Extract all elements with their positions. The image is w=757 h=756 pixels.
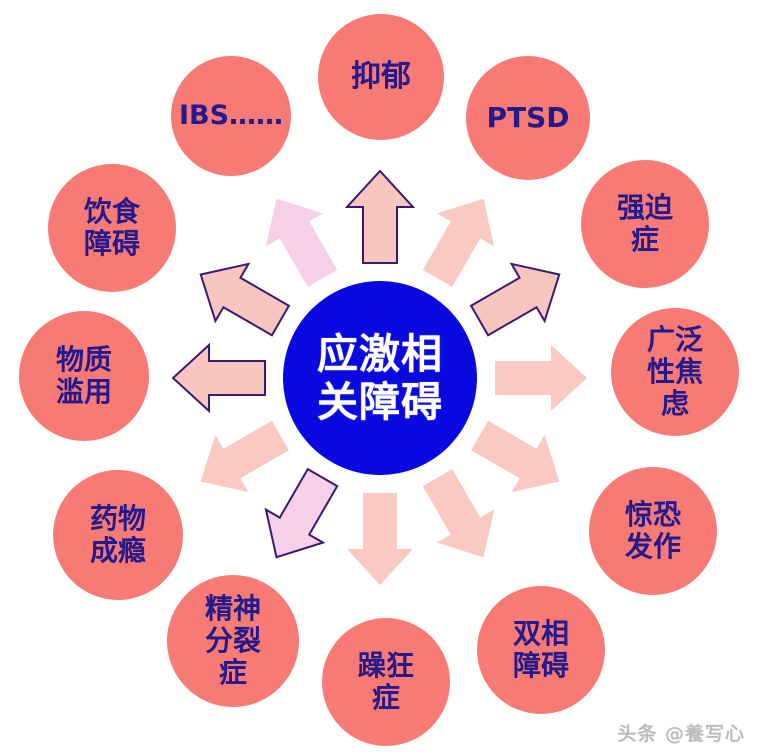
arrow-down — [347, 493, 413, 585]
arrow-right — [495, 345, 587, 411]
arrow-up-left — [265, 198, 338, 287]
node-label-drug-addiction: 药物 成瘾 — [89, 502, 146, 567]
arrow-up-right — [422, 198, 495, 287]
node-ocd[interactable]: 强迫 症 — [581, 160, 709, 288]
node-mania[interactable]: 躁狂 症 — [322, 618, 450, 746]
node-label-eating-disorder: 饮食 障碍 — [83, 195, 140, 260]
node-label-schizophrenia: 精神 分裂 症 — [204, 592, 261, 689]
node-panic-attack[interactable]: 惊恐 发作 — [589, 467, 717, 595]
arrow-down-right — [422, 469, 495, 558]
node-label-ocd: 强迫 症 — [616, 191, 673, 256]
arrow-right-down — [471, 420, 560, 493]
arrow-right-up — [469, 262, 561, 337]
node-depression[interactable]: 抑郁 — [318, 14, 444, 140]
node-ptsd[interactable]: PTSD — [466, 56, 590, 180]
node-label-substance-abuse: 物质 滥用 — [55, 343, 112, 408]
node-drug-addiction[interactable]: 药物 成瘾 — [53, 470, 183, 600]
node-substance-abuse[interactable]: 物质 滥用 — [19, 311, 149, 441]
node-label-ibs: IBS…… — [178, 99, 284, 131]
node-eating-disorder[interactable]: 饮食 障碍 — [48, 164, 176, 292]
node-schizophrenia[interactable]: 精神 分裂 症 — [167, 575, 299, 707]
node-label-ptsd: PTSD — [486, 101, 570, 135]
arrows-group — [171, 169, 587, 585]
arrow-left-down — [200, 420, 289, 493]
node-label-gad: 广泛 性焦 虑 — [646, 323, 703, 420]
node-label-bipolar: 双相 障碍 — [512, 617, 569, 682]
node-ibs[interactable]: IBS…… — [171, 56, 291, 176]
arrow-down-left — [264, 467, 339, 559]
node-label-depression: 抑郁 — [351, 58, 411, 94]
node-bipolar[interactable]: 双相 障碍 — [477, 586, 605, 714]
arrow-left — [171, 342, 266, 414]
node-label-panic-attack: 惊恐 发作 — [624, 498, 681, 563]
arrow-up — [344, 169, 416, 264]
center-node[interactable]: 应激相 关障碍 — [283, 281, 477, 475]
node-gad[interactable]: 广泛 性焦 虑 — [611, 308, 739, 436]
node-label-mania: 躁狂 症 — [357, 649, 414, 714]
arrow-left-up — [199, 262, 291, 337]
center-node-label: 应激相 关障碍 — [317, 329, 443, 426]
watermark: 头条 @養写心 — [617, 723, 745, 745]
